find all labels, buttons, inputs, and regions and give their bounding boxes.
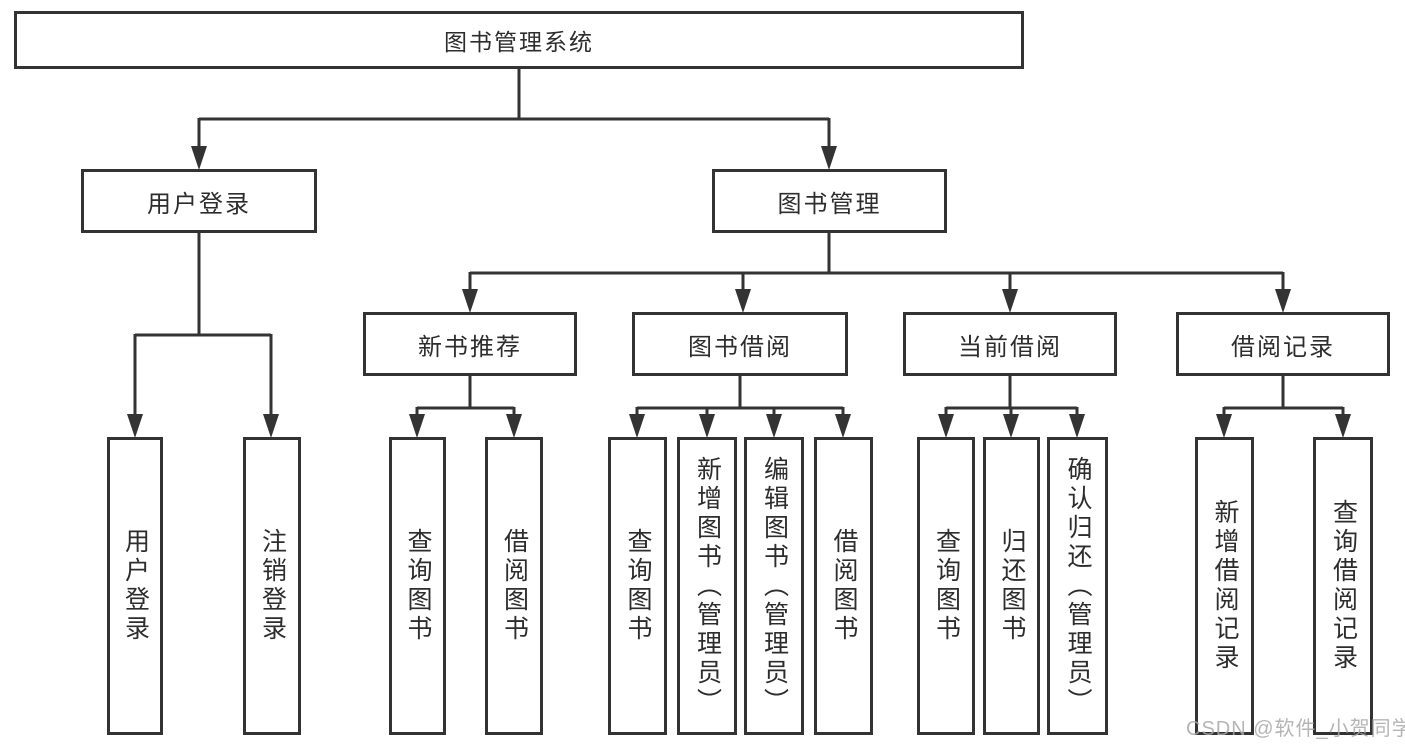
arrow-down-icon (462, 289, 478, 313)
leaf-user-login: 用户登录 (107, 437, 163, 735)
leaf-label: 查询图书 (404, 528, 432, 644)
node-label: 新书推荐 (418, 333, 522, 361)
arrow-down-icon (127, 414, 143, 438)
node-user-login: 用户登录 (81, 169, 317, 233)
leaf-label: 确认归还（管理员） (1064, 455, 1092, 717)
arrow-down-icon (735, 289, 751, 313)
leaf-edit-books-admin: 编辑图书（管理员） (744, 437, 804, 735)
arrow-down-icon (821, 146, 837, 170)
leaf-query-books-3: 查询图书 (917, 437, 975, 735)
arrow-down-icon (409, 414, 425, 438)
arrow-down-icon (766, 414, 782, 438)
node-book-management: 图书管理 (712, 169, 947, 233)
arrow-down-icon (263, 414, 279, 438)
arrow-down-icon (1003, 414, 1019, 438)
leaf-label: 借阅图书 (830, 528, 858, 644)
leaf-label: 新增借阅记录 (1211, 499, 1239, 673)
leaf-label: 查询图书 (932, 528, 961, 644)
leaf-logout: 注销登录 (243, 437, 301, 735)
leaf-label: 查询借阅记录 (1329, 499, 1358, 673)
leaf-label: 用户登录 (121, 528, 150, 644)
leaf-borrow-books-1: 借阅图书 (485, 437, 543, 735)
arrow-down-icon (629, 414, 645, 438)
leaf-add-books-admin: 新增图书（管理员） (677, 437, 737, 735)
leaf-label: 借阅图书 (500, 528, 529, 644)
node-label: 借阅记录 (1231, 333, 1335, 361)
leaf-label: 查询图书 (624, 528, 652, 644)
leaf-label: 注销登录 (258, 528, 287, 644)
leaf-label: 归还图书 (998, 528, 1026, 644)
node-new-book-recommendation: 新书推荐 (363, 312, 577, 376)
node-current-borrowing: 当前借阅 (903, 312, 1117, 376)
leaf-return-books: 归还图书 (983, 437, 1040, 735)
csdn-watermark: CSDN @软件_小贺同学 (1186, 718, 1405, 740)
arrow-down-icon (191, 146, 207, 170)
leaf-query-borrow-record: 查询借阅记录 (1313, 437, 1373, 735)
arrow-down-icon (506, 414, 522, 438)
arrow-down-icon (699, 414, 715, 438)
arrow-down-icon (1275, 289, 1291, 313)
leaf-label: 新增图书（管理员） (693, 455, 722, 717)
node-book-borrowing: 图书借阅 (632, 312, 848, 376)
arrow-down-icon (1069, 414, 1085, 438)
leaf-query-books-2: 查询图书 (608, 437, 667, 735)
node-label: 当前借阅 (958, 333, 1062, 361)
arrow-down-icon (938, 414, 954, 438)
arrow-down-icon (1335, 414, 1351, 438)
node-label: 用户登录 (147, 190, 251, 218)
leaf-label: 编辑图书（管理员） (760, 455, 789, 717)
arrow-down-icon (1216, 414, 1232, 438)
arrow-down-icon (835, 414, 851, 438)
node-library-management-system: 图书管理系统 (14, 11, 1024, 69)
node-label: 图书管理 (777, 190, 882, 218)
node-borrowing-records: 借阅记录 (1176, 312, 1390, 376)
leaf-query-books-1: 查询图书 (389, 437, 446, 735)
node-label: 图书管理系统 (444, 29, 594, 55)
arrow-down-icon (1002, 289, 1018, 313)
leaf-borrow-books-2: 借阅图书 (814, 437, 873, 735)
leaf-add-borrow-record: 新增借阅记录 (1195, 437, 1254, 735)
node-label: 图书借阅 (688, 333, 792, 361)
leaf-confirm-return-admin: 确认归还（管理员） (1047, 437, 1108, 735)
